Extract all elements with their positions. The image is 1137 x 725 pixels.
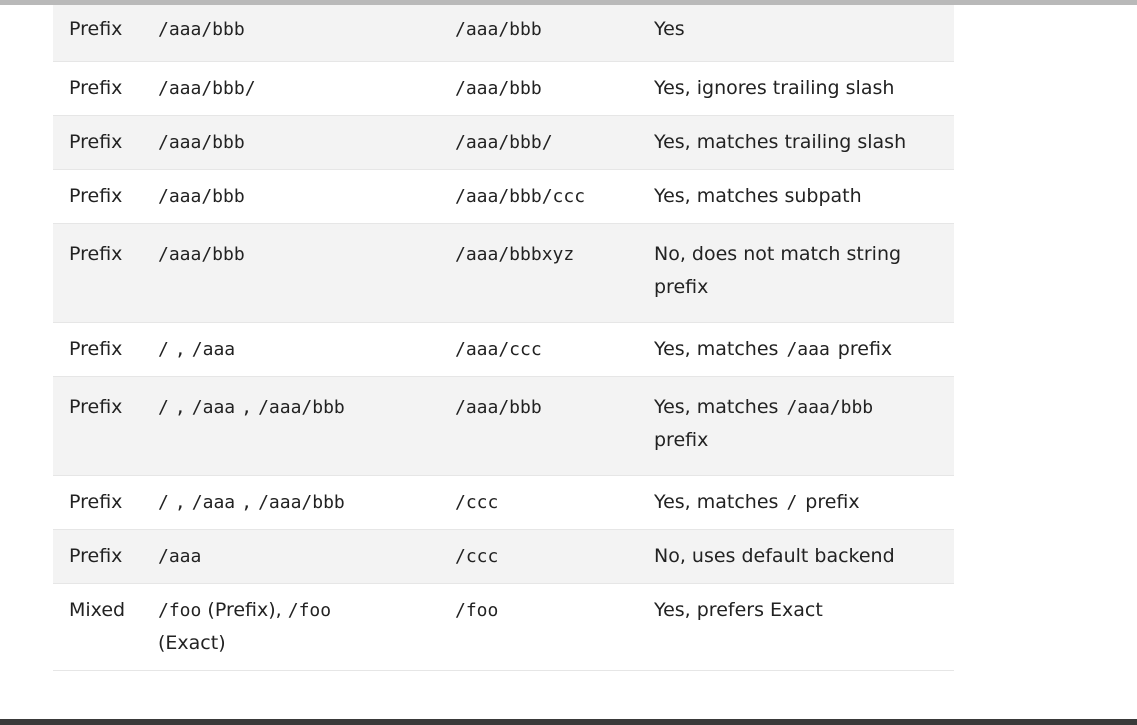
path-separator: ,	[174, 492, 186, 513]
matches-cell: Yes, matches/aaa prefix	[637, 323, 954, 377]
request-code: /ccc	[455, 492, 499, 513]
matches-text: Yes, matches	[654, 491, 779, 513]
path-code: /	[158, 339, 169, 360]
request-code: /ccc	[455, 546, 499, 567]
paths-cell: /aaa/bbb	[156, 170, 446, 224]
request-code: /aaa/bbb	[455, 19, 542, 40]
request-code: /foo	[455, 600, 499, 621]
path-code: /aaa	[191, 397, 236, 418]
path-separator: ,	[174, 339, 186, 360]
path-code: /aaa/bbb	[258, 397, 345, 418]
paths-cell: /aaa/bbb	[156, 5, 446, 62]
kind-cell: Prefix	[69, 77, 123, 99]
request-cell: /aaa/bbb/ccc	[446, 170, 637, 224]
request-cell: /ccc	[446, 476, 637, 530]
matches-cell: Yes, matches/aaa/bbb prefix	[637, 377, 954, 476]
matches-text: prefix	[837, 338, 893, 360]
path-code: /aaa	[191, 339, 236, 360]
kind-cell: Mixed	[69, 599, 126, 621]
request-code: /aaa/bbb/	[455, 132, 553, 153]
path-code: /aaa/bbb	[158, 186, 245, 207]
matches-text: Yes, matches	[654, 396, 779, 418]
request-cell: /aaa/bbb	[446, 5, 637, 62]
path-code: /aaa	[191, 492, 236, 513]
matches-cell: Yes, prefers Exact	[654, 599, 823, 621]
matches-text: prefix	[805, 491, 860, 513]
matches-text: Yes, matches	[654, 338, 779, 360]
path-separator: ,	[241, 397, 253, 418]
table-row: Prefix / , /aaa /aaa/ccc Yes, matches/aa…	[53, 322, 954, 377]
request-cell: /ccc	[446, 530, 637, 584]
ingress-path-matching-table: Prefix /aaa/bbb /aaa/bbb Yes Prefix /aaa…	[53, 5, 954, 671]
request-cell: /aaa/bbb/	[446, 116, 637, 170]
path-code: /aaa/bbb	[158, 19, 245, 40]
table-row: Prefix / , /aaa , /aaa/bbb /aaa/bbb Yes,…	[53, 376, 954, 476]
request-cell: /aaa/bbbxyz	[446, 224, 637, 323]
path-code: /	[158, 492, 169, 513]
table-row: Prefix /aaa/bbb/ /aaa/bbb Yes, ignores t…	[53, 61, 954, 116]
request-code: /aaa/bbb	[455, 78, 542, 99]
paths-cell: /aaa/bbb	[156, 224, 446, 323]
path-code: /aaa/bbb	[158, 132, 245, 153]
path-label: (Prefix),	[207, 599, 282, 621]
kind-cell: Prefix	[69, 243, 123, 265]
kind-cell: Prefix	[69, 545, 123, 567]
table-row: Prefix /aaa/bbb /aaa/bbb Yes	[53, 5, 954, 62]
ingress-path-matching-table-container: Prefix /aaa/bbb /aaa/bbb Yes Prefix /aaa…	[53, 5, 954, 719]
path-code: /aaa/bbb/	[158, 78, 256, 99]
path-code: /	[158, 397, 169, 418]
matches-cell: Yes, matches subpath	[654, 185, 862, 207]
kind-cell: Prefix	[69, 131, 123, 153]
kind-cell: Prefix	[69, 185, 123, 207]
table-row: Prefix / , /aaa , /aaa/bbb /ccc Yes, mat…	[53, 475, 954, 530]
request-code: /aaa/ccc	[455, 339, 542, 360]
matches-code: /aaa	[786, 339, 830, 360]
paths-cell: /aaa/bbb	[156, 116, 446, 170]
path-code: /foo	[158, 600, 202, 621]
table-row: Prefix /aaa/bbb /aaa/bbb/ Yes, matches t…	[53, 115, 954, 170]
matches-cell: No, uses default backend	[654, 545, 895, 567]
path-code: /aaa/bbb	[258, 492, 345, 513]
paths-cell: / , /aaa	[156, 323, 446, 377]
path-code: /aaa	[158, 546, 202, 567]
request-code: /aaa/bbbxyz	[455, 244, 575, 265]
matches-cell: Yes, matches / prefix	[637, 476, 954, 530]
matches-text: prefix	[654, 429, 709, 451]
matches-cell: Yes	[654, 18, 685, 40]
matches-cell: Yes, ignores trailing slash	[654, 77, 895, 99]
table-row: Prefix /aaa /ccc No, uses default backen…	[53, 529, 954, 584]
kind-cell: Prefix	[69, 396, 123, 418]
bottom-edge	[0, 719, 1137, 725]
matches-code: /aaa/bbb	[786, 397, 874, 418]
request-cell: /aaa/bbb	[446, 377, 637, 476]
kind-cell: Prefix	[69, 491, 123, 513]
request-cell: /aaa/bbb	[446, 62, 637, 116]
matches-cell: No, does not match string prefix	[654, 243, 902, 298]
paths-cell: /aaa/bbb/	[156, 62, 446, 116]
request-code: /aaa/bbb/ccc	[455, 186, 586, 207]
path-separator: ,	[174, 397, 186, 418]
matches-cell: Yes, matches trailing slash	[654, 131, 907, 153]
path-code: /aaa/bbb	[158, 244, 245, 265]
matches-code: /	[786, 492, 798, 513]
paths-cell: / , /aaa , /aaa/bbb	[156, 377, 446, 476]
path-separator: ,	[241, 492, 253, 513]
request-code: /aaa/bbb	[455, 397, 542, 418]
path-label: (Exact)	[158, 632, 226, 654]
paths-cell: / , /aaa , /aaa/bbb	[156, 476, 446, 530]
table-row: Mixed /foo (Prefix), /foo (Exact) /foo Y…	[53, 583, 954, 671]
path-code: /foo	[287, 600, 332, 621]
kind-cell: Prefix	[69, 338, 123, 360]
kind-cell: Prefix	[69, 18, 123, 40]
table-row: Prefix /aaa/bbb /aaa/bbb/ccc Yes, matche…	[53, 169, 954, 224]
paths-cell: /foo (Prefix), /foo (Exact)	[156, 584, 446, 671]
paths-cell: /aaa	[156, 530, 446, 584]
top-edge	[0, 0, 1137, 5]
table-row: Prefix /aaa/bbb /aaa/bbbxyz No, does not…	[53, 223, 954, 323]
request-cell: /foo	[446, 584, 637, 671]
request-cell: /aaa/ccc	[446, 323, 637, 377]
